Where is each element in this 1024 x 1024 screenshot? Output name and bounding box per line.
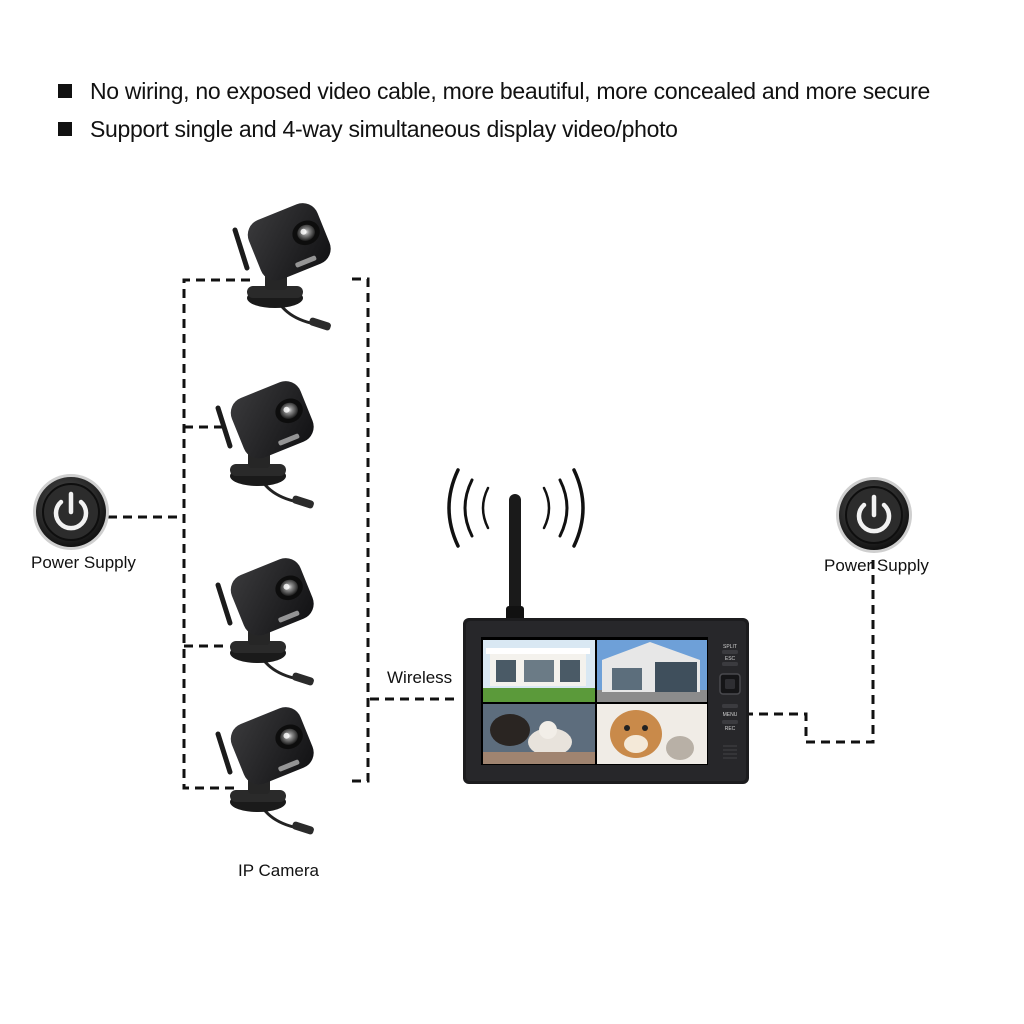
antenna — [509, 494, 521, 618]
ip-camera-icon — [218, 553, 319, 686]
monitor-screen-quadrants — [483, 640, 707, 764]
left-camera-bracket — [182, 278, 250, 790]
power-icon — [836, 477, 912, 553]
wireless-label: Wireless — [387, 668, 453, 687]
bullet-marker — [58, 84, 72, 98]
feature-bullets: No wiring, no exposed video cable, more … — [58, 72, 930, 148]
power-icon — [33, 474, 109, 550]
ip-camera-icon — [218, 702, 319, 835]
feature-bullet: Support single and 4-way simultaneous di… — [58, 110, 930, 148]
wireless-monitor: SPLIT ESC MENU REC — [463, 494, 749, 784]
feature-bullet: No wiring, no exposed video cable, more … — [58, 72, 930, 110]
feature-bullet-text: Support single and 4-way simultaneous di… — [90, 115, 678, 142]
power-supply-left-label: Power Supply — [31, 553, 136, 572]
ip-camera-icon — [218, 376, 319, 509]
right-camera-bracket — [352, 277, 370, 783]
esc-button-label: ESC — [725, 656, 736, 662]
wireless-signal-icon — [447, 468, 585, 548]
monitor-controls: SPLIT ESC MENU REC — [719, 644, 741, 759]
power-right-connection — [748, 560, 875, 744]
dashed-connections — [108, 277, 875, 790]
menu-button-label: MENU — [723, 712, 738, 718]
split-button-label: SPLIT — [723, 644, 737, 650]
speaker-grille — [723, 745, 737, 759]
rec-button-label: REC — [725, 726, 736, 732]
bullet-marker — [58, 122, 72, 136]
feature-bullet-text: No wiring, no exposed video cable, more … — [90, 77, 930, 104]
ip-camera-icon — [235, 198, 336, 331]
power-supply-right-label: Power Supply — [824, 556, 929, 575]
ip-camera-label: IP Camera — [238, 861, 319, 880]
